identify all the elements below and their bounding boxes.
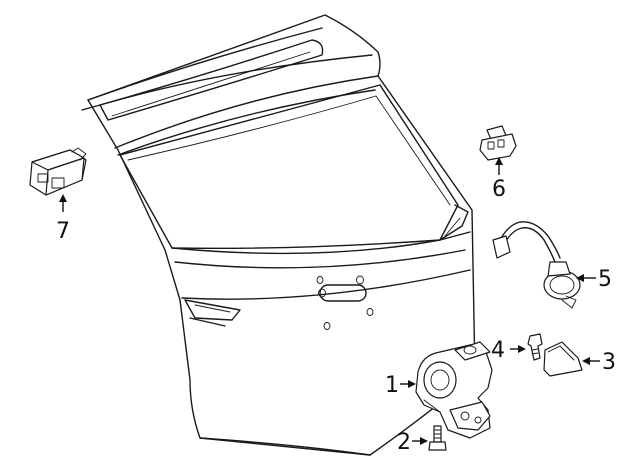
cover-part [543, 341, 583, 377]
bolt-part [428, 425, 447, 451]
callout-3: 3 [602, 350, 616, 375]
liftgate-panel [81, 14, 476, 456]
latch-part [415, 341, 493, 439]
clip-part [527, 333, 543, 361]
callout-4: 4 [491, 338, 505, 363]
callout-2: 2 [397, 430, 411, 455]
callout-7: 7 [56, 219, 70, 244]
callout-1: 1 [385, 373, 399, 398]
callout-6: 6 [492, 177, 506, 202]
switch-part [479, 125, 517, 161]
callout-arrows [59, 157, 600, 445]
wire-harness-part [492, 221, 581, 309]
control-module-part [29, 147, 87, 196]
callout-5: 5 [598, 267, 612, 292]
